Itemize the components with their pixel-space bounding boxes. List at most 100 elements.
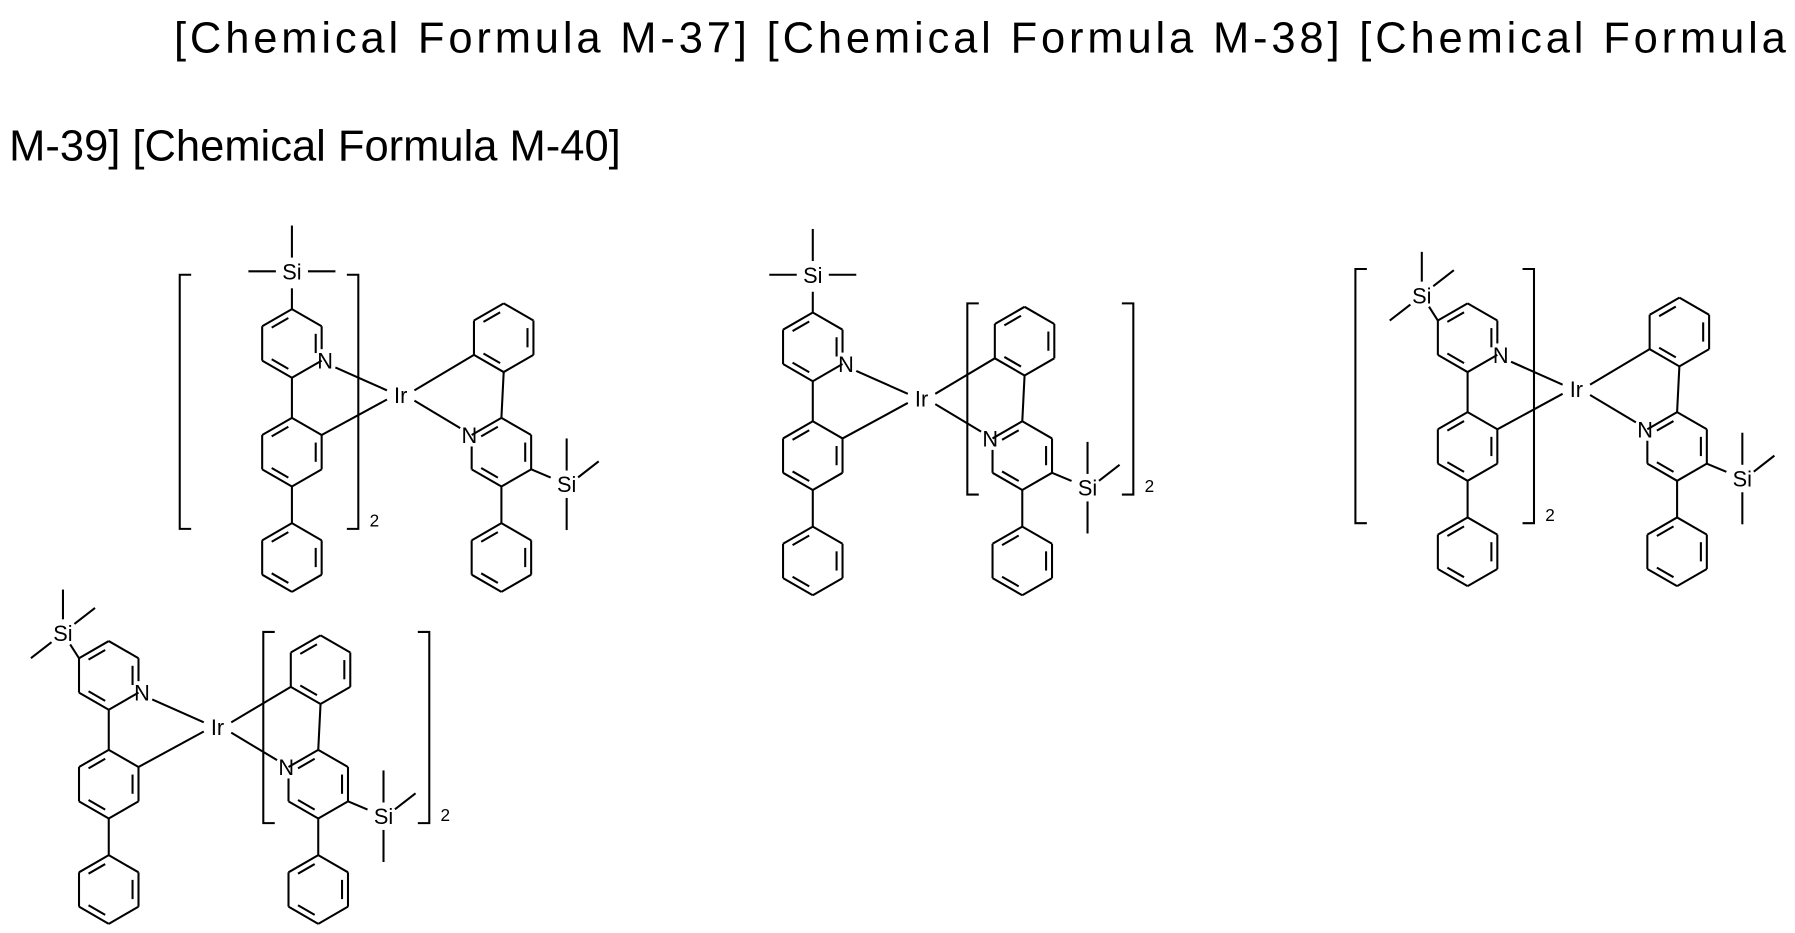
- ring-bond: [1677, 412, 1707, 429]
- right-pyridine-ring: [1647, 412, 1706, 481]
- coordination-bond: [843, 403, 908, 438]
- methyl-bond: [1433, 270, 1454, 286]
- ring-bond: [504, 303, 534, 320]
- nitrogen-label: N: [462, 423, 478, 448]
- ring-bond: [292, 575, 322, 592]
- silicon-label: Si: [557, 472, 576, 497]
- silicon-label: Si: [1733, 467, 1752, 492]
- ring-bond: [109, 801, 139, 818]
- right-bracket: [418, 632, 429, 823]
- right-bottom-phenyl-ring: [993, 527, 1052, 596]
- right-pyridine-ring: [472, 418, 531, 487]
- left-phenyl-ring: [262, 523, 321, 592]
- coordination-bond: [935, 404, 981, 431]
- right-bracket: [1523, 269, 1534, 523]
- ring-bond: [813, 421, 843, 438]
- coordination-bond: [414, 401, 460, 428]
- coordination-bond: [1590, 395, 1636, 422]
- nitrogen-label: N: [1637, 417, 1653, 442]
- coordination-bond: [935, 358, 995, 393]
- methyl-bond: [395, 793, 416, 809]
- ring-bond: [292, 469, 322, 486]
- nitrogen-label: N: [982, 426, 998, 451]
- chemical-structures: IrNSiNSi2IrNSiNSi2IrNSiNSi2IrNSiNSi2: [31, 226, 1774, 924]
- ring-bond: [1677, 569, 1707, 586]
- ring-bond: [1468, 517, 1498, 534]
- subscript-count: 2: [1145, 476, 1155, 496]
- left-bracket: [263, 632, 274, 823]
- si-bond: [1052, 473, 1072, 481]
- ring-bond: [1677, 464, 1707, 481]
- si-bond: [531, 469, 551, 477]
- methyl-bond: [1099, 465, 1120, 481]
- coordination-bond: [335, 367, 387, 390]
- left-pyridine-ring: [1438, 303, 1497, 372]
- methyl-bond: [74, 608, 95, 624]
- si-bond: [70, 644, 79, 658]
- coordination-bond: [1511, 362, 1563, 385]
- coordination-bond: [414, 355, 474, 390]
- ring-bond: [318, 907, 348, 924]
- ring-bond: [813, 473, 843, 490]
- right-bottom-phenyl-ring: [472, 523, 531, 592]
- methyl-bond: [31, 642, 52, 658]
- coordination-bond: [1497, 394, 1562, 429]
- ring-bond: [109, 641, 139, 658]
- iridium-label: Ir: [915, 386, 928, 411]
- ring-bond: [1468, 569, 1498, 586]
- left-phenyl-ring: [1438, 517, 1497, 586]
- nitrogen-label: N: [134, 681, 150, 706]
- subscript-count: 2: [370, 511, 380, 531]
- methyl-bond: [578, 461, 599, 477]
- ring-bond: [501, 575, 531, 592]
- left-bracket: [180, 275, 191, 529]
- ring-bond: [1022, 527, 1052, 544]
- formula-m-40: IrNSiNSi2: [31, 590, 450, 924]
- si-bond: [1429, 307, 1438, 321]
- ring-bond: [504, 355, 534, 372]
- subscript-count: 2: [1545, 505, 1555, 525]
- coordination-bond: [856, 371, 908, 394]
- ring-bond: [1468, 303, 1498, 320]
- left-phenylene-ring: [262, 418, 321, 487]
- left-pyridine-ring: [783, 313, 842, 382]
- iridium-label: Ir: [394, 383, 407, 408]
- right-bracket: [347, 275, 358, 529]
- silicon-label: Si: [1078, 476, 1097, 501]
- coordination-bond: [138, 732, 203, 767]
- bond: [1022, 375, 1024, 421]
- coordination-bond: [231, 687, 291, 722]
- silicon-label: Si: [374, 804, 393, 829]
- ring-bond: [292, 418, 322, 435]
- ring-bond: [813, 578, 843, 595]
- nitrogen-label: N: [838, 352, 854, 377]
- right-phenyl-ring: [995, 307, 1054, 376]
- subscript-count: 2: [441, 805, 451, 825]
- ring-bond: [321, 687, 351, 704]
- ring-bond: [1468, 412, 1498, 429]
- left-bracket: [1355, 269, 1366, 523]
- silicon-label: Si: [53, 621, 72, 646]
- methyl-bond: [1754, 456, 1775, 472]
- coordination-bond: [231, 733, 277, 760]
- ring-bond: [109, 750, 139, 767]
- coordination-bond: [322, 400, 387, 435]
- iridium-label: Ir: [211, 715, 224, 740]
- ring-bond: [813, 313, 843, 330]
- ring-bond: [1679, 298, 1709, 315]
- nitrogen-label: N: [278, 755, 294, 780]
- coordination-bond: [1590, 349, 1650, 384]
- silicon-label: Si: [803, 263, 822, 288]
- si-bond: [1707, 464, 1727, 472]
- ring-bond: [1025, 358, 1055, 375]
- right-phenyl-ring: [1650, 298, 1709, 367]
- right-bottom-phenyl-ring: [289, 855, 348, 924]
- right-pyridine-ring: [289, 750, 348, 819]
- right-phenyl-ring: [474, 303, 533, 372]
- right-phenyl-ring: [291, 635, 350, 704]
- ring-bond: [1679, 349, 1709, 366]
- right-bottom-phenyl-ring: [1647, 517, 1706, 586]
- ring-bond: [1022, 473, 1052, 490]
- si-bond: [348, 801, 368, 809]
